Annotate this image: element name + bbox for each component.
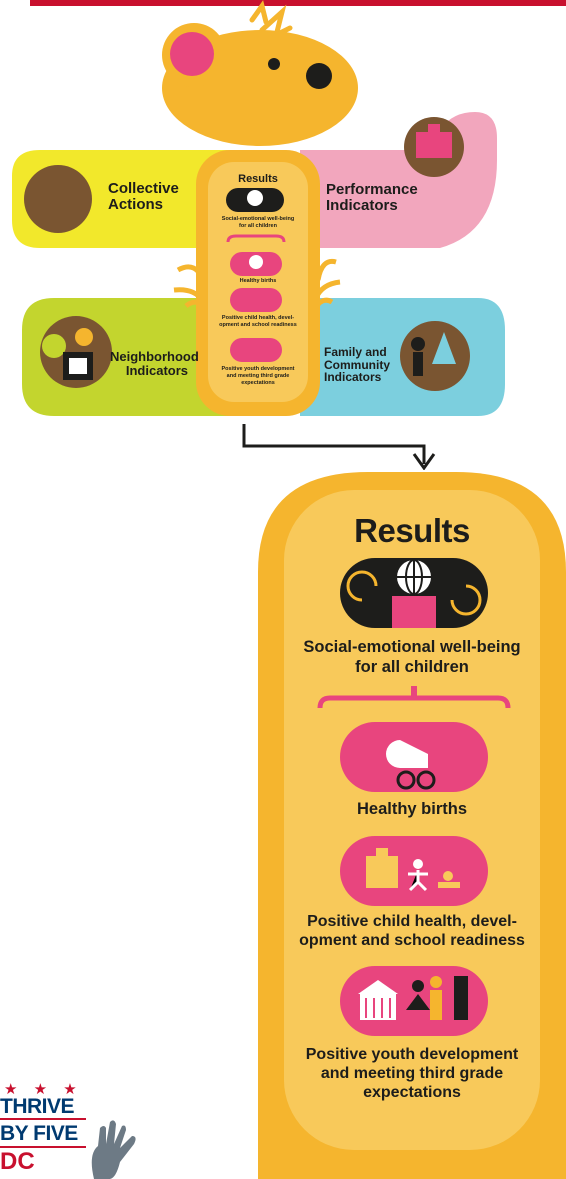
neighborhood-indicators-label: Neighborhood Indicators [110, 349, 199, 378]
school-children-icon [340, 836, 488, 906]
logo-line-byfive: BY FIVE [0, 1122, 78, 1145]
results-detail-panel [258, 472, 566, 1179]
baby-stroller-icon [340, 722, 488, 792]
mini-healthy-births: Healthy births [239, 278, 277, 284]
logo-line-dc: DC [0, 1148, 35, 1175]
performance-band [300, 112, 497, 248]
results-title: Results [354, 512, 470, 549]
collective-actions-icon [24, 165, 92, 233]
collective-actions-label: Collective Actions [108, 180, 179, 213]
mini-results-title: Results [238, 173, 278, 185]
thrive-by-five-logo: ★ ★ ★ THRIVE BY FIVE DC [0, 1080, 160, 1179]
bear-head-illustration [162, 0, 358, 146]
hand-print-icon [91, 1120, 136, 1179]
mini-child-health: Positive child health, devel- opment and… [219, 315, 297, 328]
healthy-births-caption: Healthy births [356, 800, 468, 818]
top-accent-bar [30, 0, 566, 6]
mini-youth-development: Positive youth development and meeting t… [221, 366, 295, 386]
logo-line-thrive: THRIVE [0, 1095, 75, 1118]
social-emotional-caption: Social-emotional well-being for all chil… [303, 638, 521, 676]
child-health-caption: Positive child health, devel- opment and… [299, 913, 525, 950]
logo-stars: ★ ★ ★ [4, 1081, 83, 1098]
connector-arrow [242, 424, 426, 464]
performance-indicators-label: Performance Indicators [326, 181, 418, 214]
family-community-indicators-label: Family and Community Indicators [324, 345, 390, 385]
youth-development-caption: Positive youth development and meeting t… [305, 1046, 519, 1102]
globe-person-icon [340, 558, 488, 628]
mini-social-emotional: Social-emotional well-being for all chil… [221, 216, 295, 229]
framework-diagram [12, 0, 505, 470]
youth-development-icon [340, 966, 488, 1036]
